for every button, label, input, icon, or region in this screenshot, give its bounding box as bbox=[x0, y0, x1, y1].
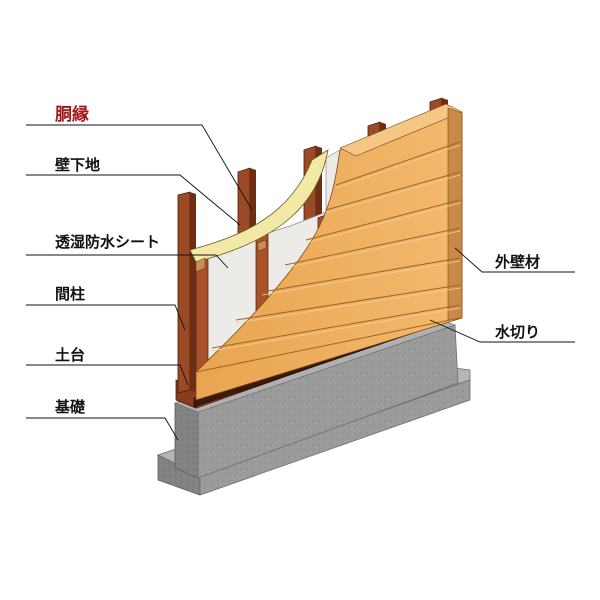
exterior-siding bbox=[195, 103, 463, 401]
label-kabe-shitaji: 壁下地 bbox=[55, 156, 101, 174]
label-mabashira: 間柱 bbox=[55, 285, 86, 303]
label-dodai: 土台 bbox=[55, 346, 86, 364]
label-mizukiri: 水切り bbox=[495, 323, 541, 341]
leader-lines bbox=[26, 124, 575, 441]
label-dobuchi: 胴縁 bbox=[55, 105, 89, 125]
wall-substrate-board bbox=[189, 149, 329, 263]
label-waterproof-sheet: 透湿防水シート bbox=[55, 233, 161, 251]
label-kiso: 基礎 bbox=[55, 398, 86, 416]
furring-strips bbox=[195, 239, 267, 273]
label-gaiheki-zai: 外壁材 bbox=[495, 253, 541, 271]
